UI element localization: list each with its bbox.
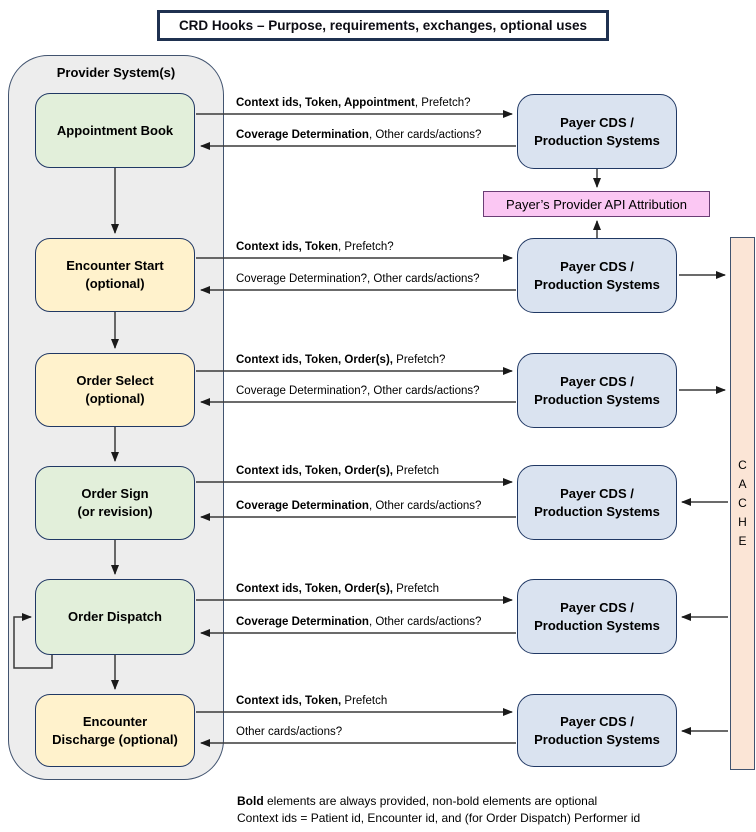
request-label-order-select: Context ids, Token, Order(s), Prefetch? bbox=[236, 354, 445, 366]
hook-box-order-select: Order Select (optional) bbox=[35, 353, 195, 427]
payer-box-encounter-discharge: Payer CDS / Production Systems bbox=[517, 694, 677, 767]
response-bold: Coverage Determination bbox=[236, 129, 369, 141]
hook-box-encounter-discharge: Encounter Discharge (optional) bbox=[35, 694, 195, 767]
payer-label-line2: Production Systems bbox=[534, 276, 660, 292]
hook-label: Encounter bbox=[82, 713, 148, 729]
request-label-encounter-start: Context ids, Token, Prefetch? bbox=[236, 241, 394, 253]
attribution-label: Payer’s Provider API Attribution bbox=[506, 196, 687, 212]
cache-letter: A bbox=[738, 477, 747, 491]
hook-label: Order Sign bbox=[81, 486, 149, 501]
payer-label-line2: Production Systems bbox=[534, 132, 660, 148]
request-bold: Context ids, Token, Order(s), bbox=[236, 583, 393, 595]
provider-label: Provider System(s) bbox=[56, 65, 176, 80]
request-rest: , Prefetch? bbox=[338, 241, 394, 253]
cache-letter: C bbox=[738, 458, 747, 472]
payer-label-line1: Payer CDS / bbox=[560, 485, 634, 501]
request-bold: Context ids, Token bbox=[236, 241, 339, 253]
hook-label: Appointment Book bbox=[56, 122, 174, 138]
payer-label-line2: Production Systems bbox=[534, 731, 660, 747]
cache-box: C A C H E bbox=[730, 237, 755, 770]
request-label-appointment: Context ids, Token, Appointment, Prefetc… bbox=[236, 97, 471, 109]
cache-letter: H bbox=[738, 515, 747, 529]
payer-label-line2: Production Systems bbox=[534, 503, 660, 519]
diagram-title: CRD Hooks – Purpose, requirements, excha… bbox=[178, 18, 588, 33]
request-rest: , Prefetch? bbox=[414, 97, 471, 109]
hook-label: Order Select bbox=[76, 373, 154, 388]
hook-label-line2: Discharge (optional) bbox=[52, 731, 178, 747]
hook-box-appointment-book: Appointment Book bbox=[35, 93, 195, 168]
response-rest: , Other cards/actions? bbox=[368, 500, 482, 512]
response-label-encounter-start: Coverage Determination?, Other cards/act… bbox=[236, 273, 480, 285]
payer-label-line1: Payer CDS / bbox=[560, 713, 634, 729]
response-label-appointment: Coverage Determination, Other cards/acti… bbox=[236, 129, 481, 141]
payer-label-line1: Payer CDS / bbox=[560, 599, 634, 615]
hook-box-encounter-start: Encounter Start (optional) bbox=[35, 238, 195, 312]
response-bold: Coverage Determination bbox=[236, 500, 369, 512]
response-label-order-select: Coverage Determination?, Other cards/act… bbox=[236, 385, 480, 397]
payer-box-appointment: Payer CDS / Production Systems bbox=[517, 94, 677, 169]
request-bold: Context ids, Token, Appointment bbox=[236, 97, 415, 109]
hook-box-order-sign: Order Sign (or revision) bbox=[35, 466, 195, 540]
hook-label: Encounter Start bbox=[66, 258, 164, 273]
request-label-order-sign: Context ids, Token, Order(s), Prefetch bbox=[236, 465, 439, 477]
legend-bold: Bold bbox=[237, 794, 264, 808]
payer-label-line1: Payer CDS / bbox=[560, 373, 634, 389]
response-bold: Coverage Determination bbox=[236, 616, 369, 628]
request-bold: Context ids, Token, Order(s), bbox=[236, 465, 393, 477]
hook-label-line2: (optional) bbox=[85, 391, 145, 406]
response-rest: , Other cards/actions? bbox=[368, 129, 482, 141]
hook-label: Order Dispatch bbox=[68, 609, 162, 624]
payer-label-line1: Payer CDS / bbox=[560, 258, 634, 274]
legend: Bold elements are always provided, non-b… bbox=[237, 793, 640, 827]
payer-box-order-select: Payer CDS / Production Systems bbox=[517, 353, 677, 428]
request-bold: Context ids, Token, bbox=[236, 695, 342, 707]
hook-label-line2: (or revision) bbox=[77, 504, 153, 519]
legend-line1: Bold elements are always provided, non-b… bbox=[237, 793, 640, 810]
response-rest: Other cards/actions? bbox=[236, 726, 343, 738]
request-label-order-dispatch: Context ids, Token, Order(s), Prefetch bbox=[236, 583, 439, 595]
payer-box-order-sign: Payer CDS / Production Systems bbox=[517, 465, 677, 540]
cache-letter: E bbox=[738, 534, 747, 548]
request-rest: Prefetch bbox=[341, 695, 388, 707]
response-rest: , Other cards/actions? bbox=[368, 616, 482, 628]
hook-box-order-dispatch: Order Dispatch bbox=[35, 579, 195, 655]
request-rest: Prefetch bbox=[392, 583, 440, 595]
request-label-encounter-discharge: Context ids, Token, Prefetch bbox=[236, 695, 387, 707]
request-rest: Prefetch? bbox=[392, 354, 446, 366]
legend-rest: elements are always provided, non-bold e… bbox=[263, 794, 598, 808]
payer-label-line1: Payer CDS / bbox=[560, 114, 634, 130]
hook-label-line2: (optional) bbox=[85, 276, 145, 291]
title-box: CRD Hooks – Purpose, requirements, excha… bbox=[157, 10, 609, 41]
response-label-order-sign: Coverage Determination, Other cards/acti… bbox=[236, 500, 481, 512]
legend-line2: Context ids = Patient id, Encounter id, … bbox=[237, 811, 641, 825]
payer-box-order-dispatch: Payer CDS / Production Systems bbox=[517, 579, 677, 654]
request-bold: Context ids, Token, Order(s), bbox=[236, 354, 393, 366]
payer-label-line2: Production Systems bbox=[534, 617, 660, 633]
request-rest: Prefetch bbox=[392, 465, 440, 477]
response-rest: Coverage Determination?, Other cards/act… bbox=[236, 273, 480, 285]
payer-box-encounter-start: Payer CDS / Production Systems bbox=[517, 238, 677, 313]
attribution-box: Payer’s Provider API Attribution bbox=[483, 191, 710, 217]
payer-label-line2: Production Systems bbox=[534, 391, 660, 407]
response-rest: Coverage Determination?, Other cards/act… bbox=[236, 385, 480, 397]
cache-letter: C bbox=[738, 496, 747, 510]
response-label-encounter-discharge: Other cards/actions? bbox=[236, 726, 342, 738]
response-label-order-dispatch: Coverage Determination, Other cards/acti… bbox=[236, 616, 481, 628]
